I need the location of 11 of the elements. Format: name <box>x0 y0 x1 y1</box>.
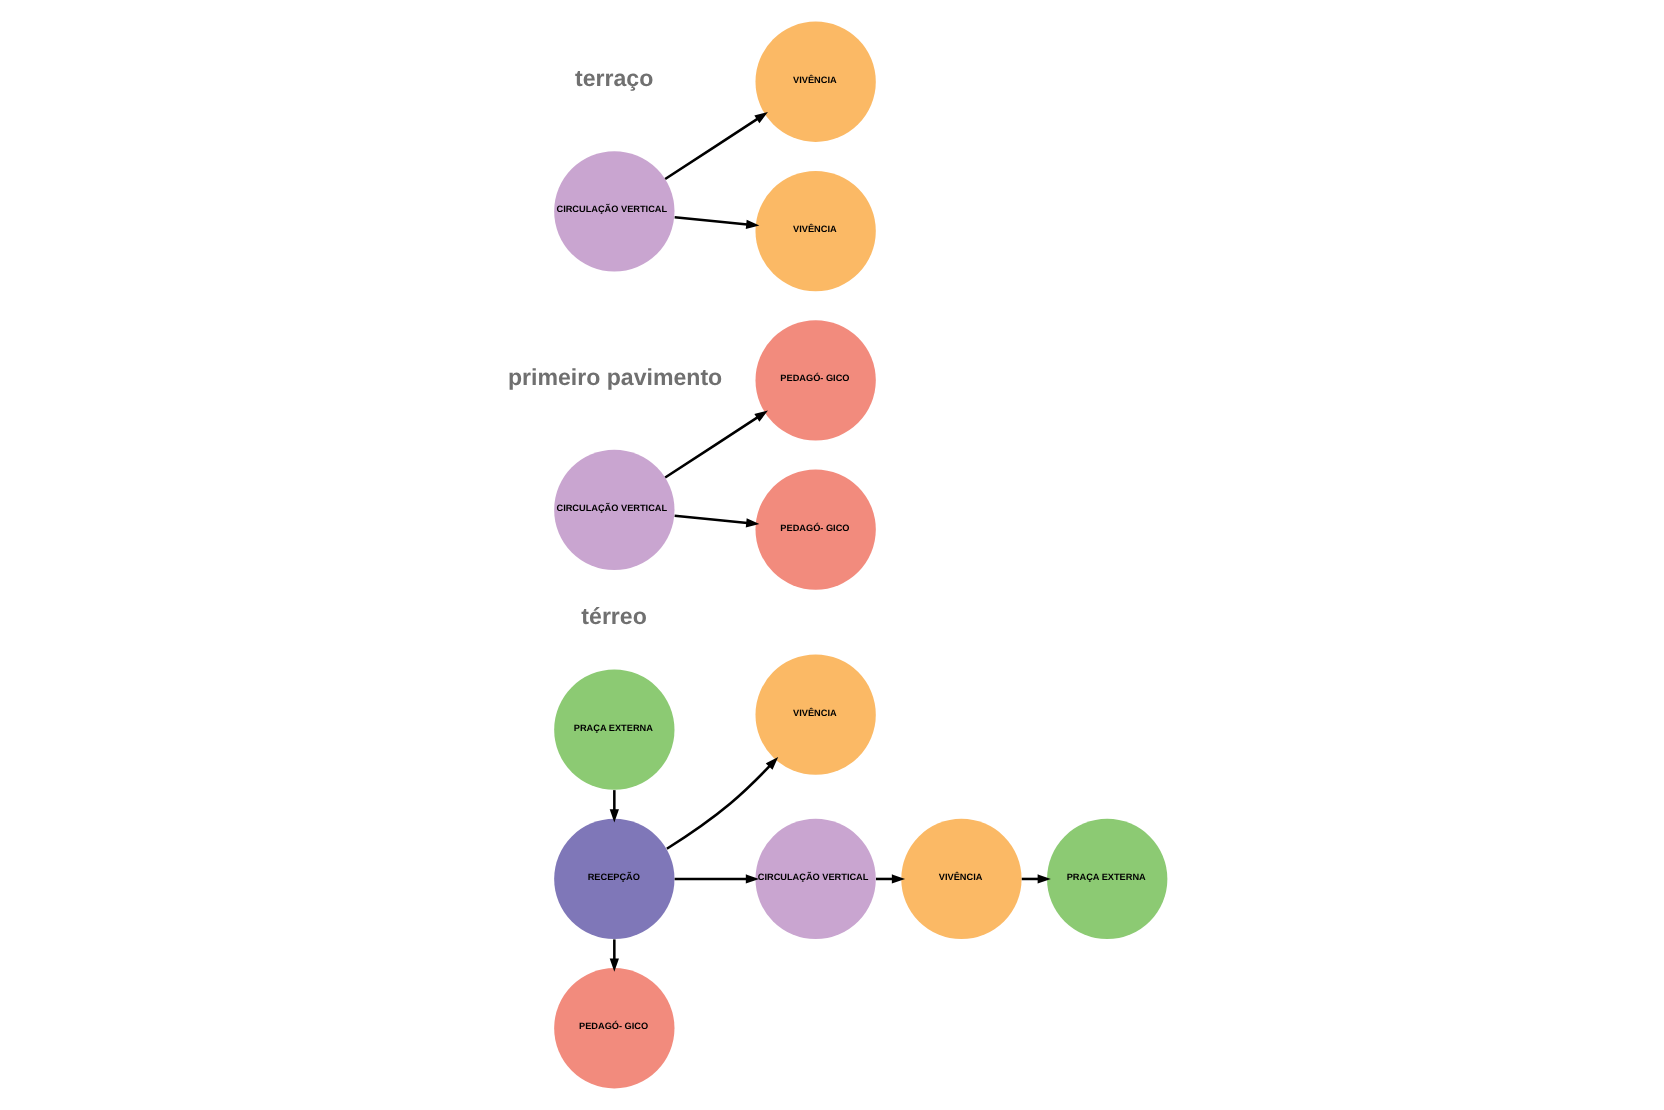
arrow <box>673 514 759 528</box>
label: terraço <box>573 68 653 93</box>
label: térreo <box>580 606 646 631</box>
arrow <box>673 215 759 229</box>
arrow <box>608 790 618 823</box>
arrow <box>665 756 778 850</box>
arrow <box>608 939 618 972</box>
arrow <box>673 874 759 884</box>
label: primeiro pavimento <box>506 366 722 391</box>
arrow <box>663 410 767 479</box>
arrow <box>663 112 767 181</box>
